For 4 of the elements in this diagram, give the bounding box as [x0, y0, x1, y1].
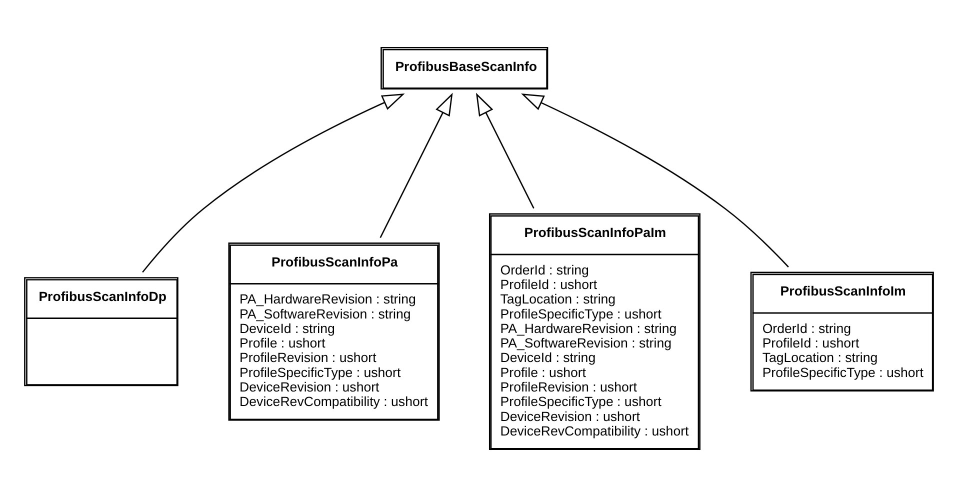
arrow — [142, 93, 405, 273]
arrow — [380, 92, 453, 238]
arrow — [521, 93, 789, 268]
arrow — [476, 92, 534, 209]
